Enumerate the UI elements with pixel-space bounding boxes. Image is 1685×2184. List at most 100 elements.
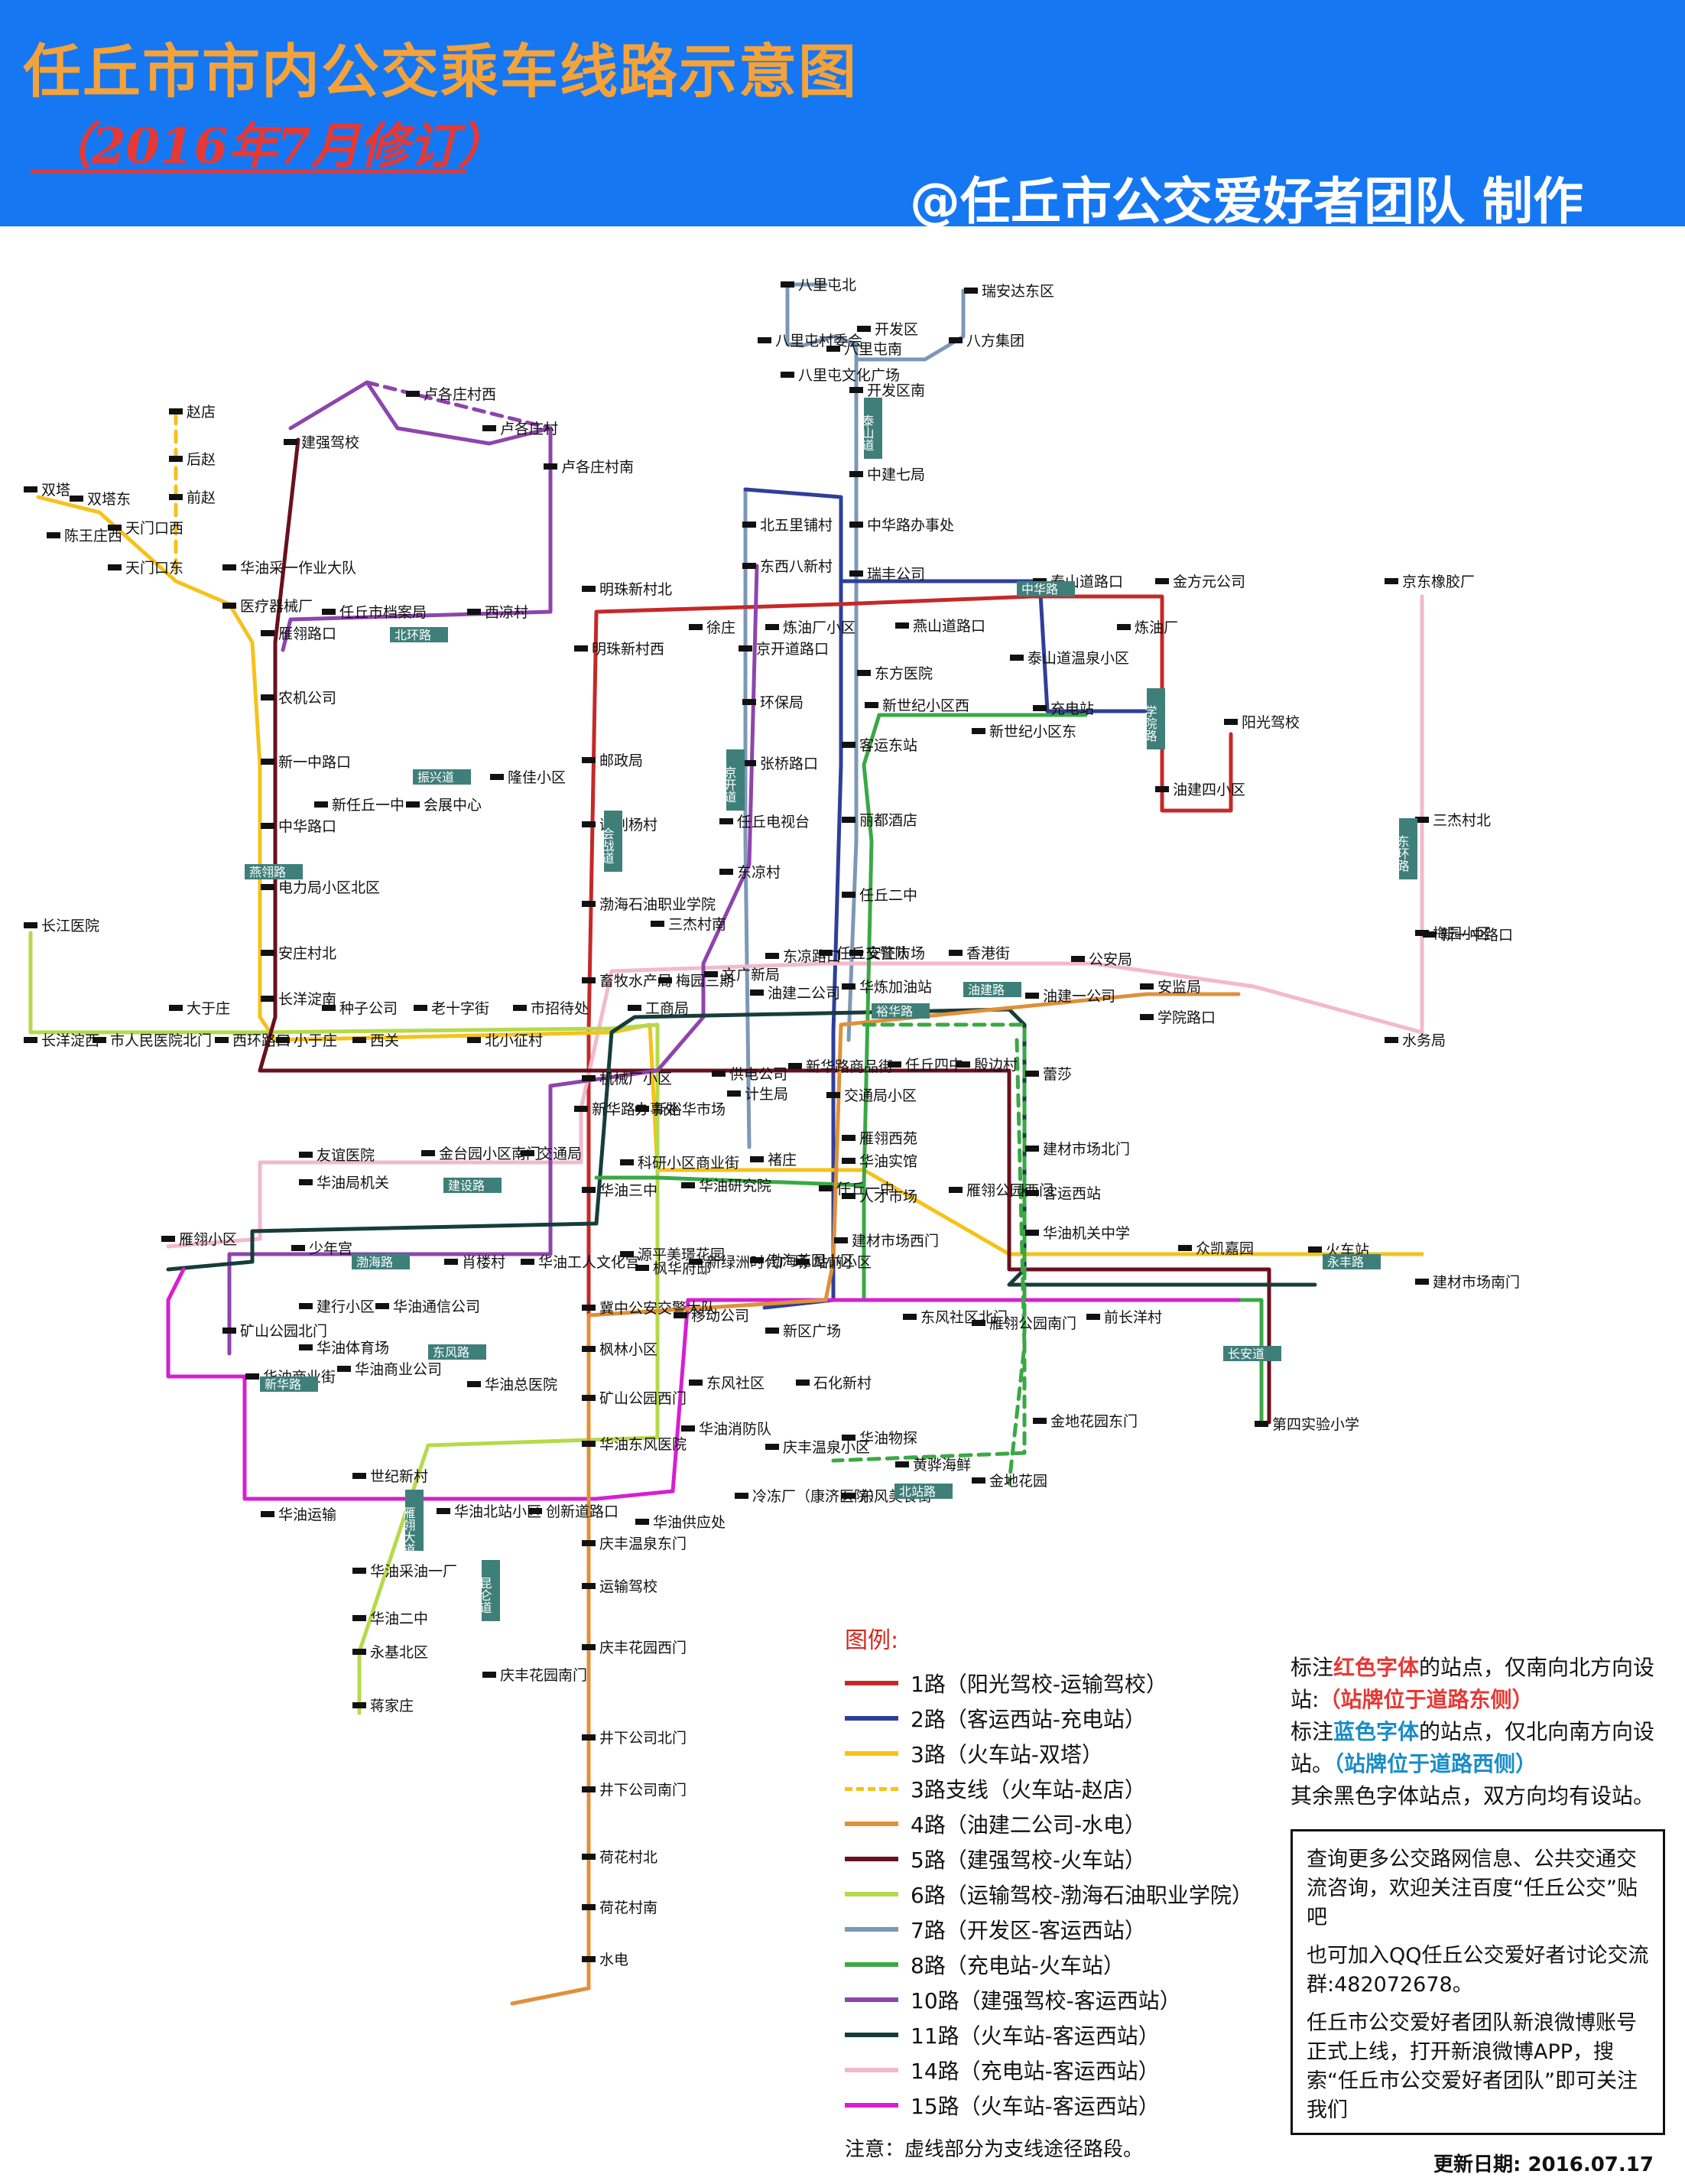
station-label: 油建一公司: [1043, 988, 1115, 1005]
station-dot: [781, 281, 794, 288]
station-label: 新裕华市场: [653, 1101, 726, 1118]
station-dot: [375, 1303, 389, 1309]
station-label: 长洋淀南: [278, 991, 336, 1008]
station-label: 市人民医院北门: [110, 1032, 212, 1049]
station-label: 水务局: [1402, 1032, 1446, 1049]
station-label: 阳光驾校: [1242, 714, 1300, 731]
station-dot: [406, 391, 420, 397]
black-note: 其余黑色字体站点，双方向均有设站。: [1291, 1783, 1655, 1809]
station-label: 长江医院: [41, 918, 99, 934]
svg-text:京开道: 京开道: [722, 766, 737, 803]
station-label: 会展中心: [424, 797, 482, 814]
station-label: 科研小区商业街: [638, 1155, 739, 1172]
station-dot: [865, 702, 878, 708]
station-label: 卢各庄村西: [424, 386, 496, 403]
station-dot: [681, 1182, 695, 1188]
station-label: 荷花村南: [599, 1900, 657, 1916]
station-label: 华油消防队: [699, 1421, 771, 1438]
station-label: 文广新局: [722, 967, 780, 983]
station-dot: [352, 1037, 366, 1043]
route-line: [839, 579, 1164, 713]
station-dot: [1415, 930, 1429, 936]
station-dot: [758, 337, 771, 343]
station-dot: [819, 1185, 833, 1191]
station-dot: [842, 892, 855, 898]
station-dot: [482, 425, 496, 431]
station-label: 客运东站: [859, 737, 917, 754]
station-labels: 八里屯北瑞安达东区开发区八里屯村委会八里屯南八方集团八里屯文化广场开发区南卢各庄…: [41, 277, 1520, 1968]
route-line: [258, 437, 1271, 1425]
station-dot: [1155, 578, 1169, 584]
station-dot: [291, 1245, 305, 1251]
station-dot: [215, 1037, 229, 1043]
legend-item: 11路（火车站-客运西站）: [845, 2017, 1273, 2052]
svg-text:永丰路: 永丰路: [1327, 1255, 1364, 1269]
road-sign: 油建路: [963, 982, 1021, 997]
legend-swatch: [845, 1857, 898, 1861]
station-dot: [513, 1005, 527, 1011]
station-label: 中华路口: [278, 818, 336, 835]
red-note: 标注红色字体的站点，仅南向北方向设站:（站牌位于道路东侧）: [1291, 1655, 1655, 1712]
station-dot: [574, 1106, 588, 1112]
legend-label: 7路（开发区-客运西站）: [911, 1918, 1146, 1943]
station-dot: [727, 1090, 741, 1097]
station-dot: [796, 1380, 810, 1386]
info-paragraph-3: 任丘市公交爱好者团队新浪微博账号正式上线，打开新浪微博APP，搜索“任丘市公交爱…: [1307, 2011, 1638, 2122]
station-dot: [826, 1092, 840, 1098]
route-line: [28, 931, 660, 1715]
station-dot: [467, 1037, 481, 1043]
station-label: 荷花村北: [599, 1849, 657, 1866]
station-dot: [1086, 1314, 1100, 1320]
legend-label: 1路（阳光驾校-运输驾校）: [911, 1672, 1167, 1697]
station-dot: [222, 1328, 236, 1334]
station-label: 世纪新村: [370, 1468, 428, 1485]
station-dot: [352, 1649, 366, 1655]
station-label: 金地花园: [989, 1473, 1047, 1490]
legend-label: 5路（建强驾校-火车站）: [911, 1848, 1146, 1873]
station-label: 站前小区: [813, 1254, 872, 1271]
station-label: 东风社区北门: [920, 1309, 1008, 1326]
station-label: 东方医院: [875, 665, 933, 682]
station-dot: [704, 971, 718, 977]
station-label: 双塔: [41, 482, 70, 499]
station-dot: [1117, 624, 1131, 630]
legend-label: 11路（火车站-客运西站）: [911, 2023, 1160, 2049]
station-dot: [93, 1037, 106, 1043]
station-dot: [521, 1150, 534, 1156]
station-label: 东风社区: [706, 1375, 765, 1392]
station-dot: [842, 1193, 855, 1199]
legend-item: 8路（充电站-火车站）: [845, 1947, 1273, 1982]
station-label: 安监局: [1157, 979, 1201, 996]
station-label: 工商局: [645, 1000, 689, 1017]
station-dot: [169, 408, 183, 414]
station-dot: [1071, 956, 1085, 962]
station-label: 安庄村北: [278, 945, 336, 962]
station-dot: [635, 1265, 649, 1271]
station-dot: [299, 1179, 313, 1185]
station-dot: [70, 496, 83, 502]
station-label: 华油体育场: [317, 1340, 389, 1357]
station-label: 华油工人文化宫: [538, 1254, 640, 1271]
legend-item: 10路（建强驾校-客运西站）: [845, 1982, 1273, 2017]
svg-text:中华路: 中华路: [1021, 582, 1058, 596]
station-dot: [169, 494, 183, 500]
station-label: 供电公司: [729, 1066, 787, 1083]
station-dot: [314, 801, 328, 808]
station-dot: [956, 1061, 970, 1068]
station-dot: [482, 1672, 496, 1678]
station-label: 梅园小区: [1433, 925, 1491, 942]
station-label: 公安局: [1089, 951, 1132, 968]
legend-swatch: [845, 2103, 898, 2108]
station-dot: [765, 624, 779, 630]
station-label: 任丘四中: [905, 1057, 963, 1074]
legend-swatch: [845, 1892, 898, 1896]
station-dot: [849, 570, 863, 577]
station-dot: [1025, 993, 1039, 999]
road-sign: 京开道: [722, 749, 745, 811]
station-dot: [739, 645, 752, 652]
station-dot: [849, 950, 863, 956]
route-line: [510, 992, 1241, 2006]
station-dot: [635, 1519, 649, 1525]
svg-text:北站路: 北站路: [899, 1484, 936, 1499]
legend-label: 3路支线（火车站-赵店）: [911, 1777, 1146, 1802]
